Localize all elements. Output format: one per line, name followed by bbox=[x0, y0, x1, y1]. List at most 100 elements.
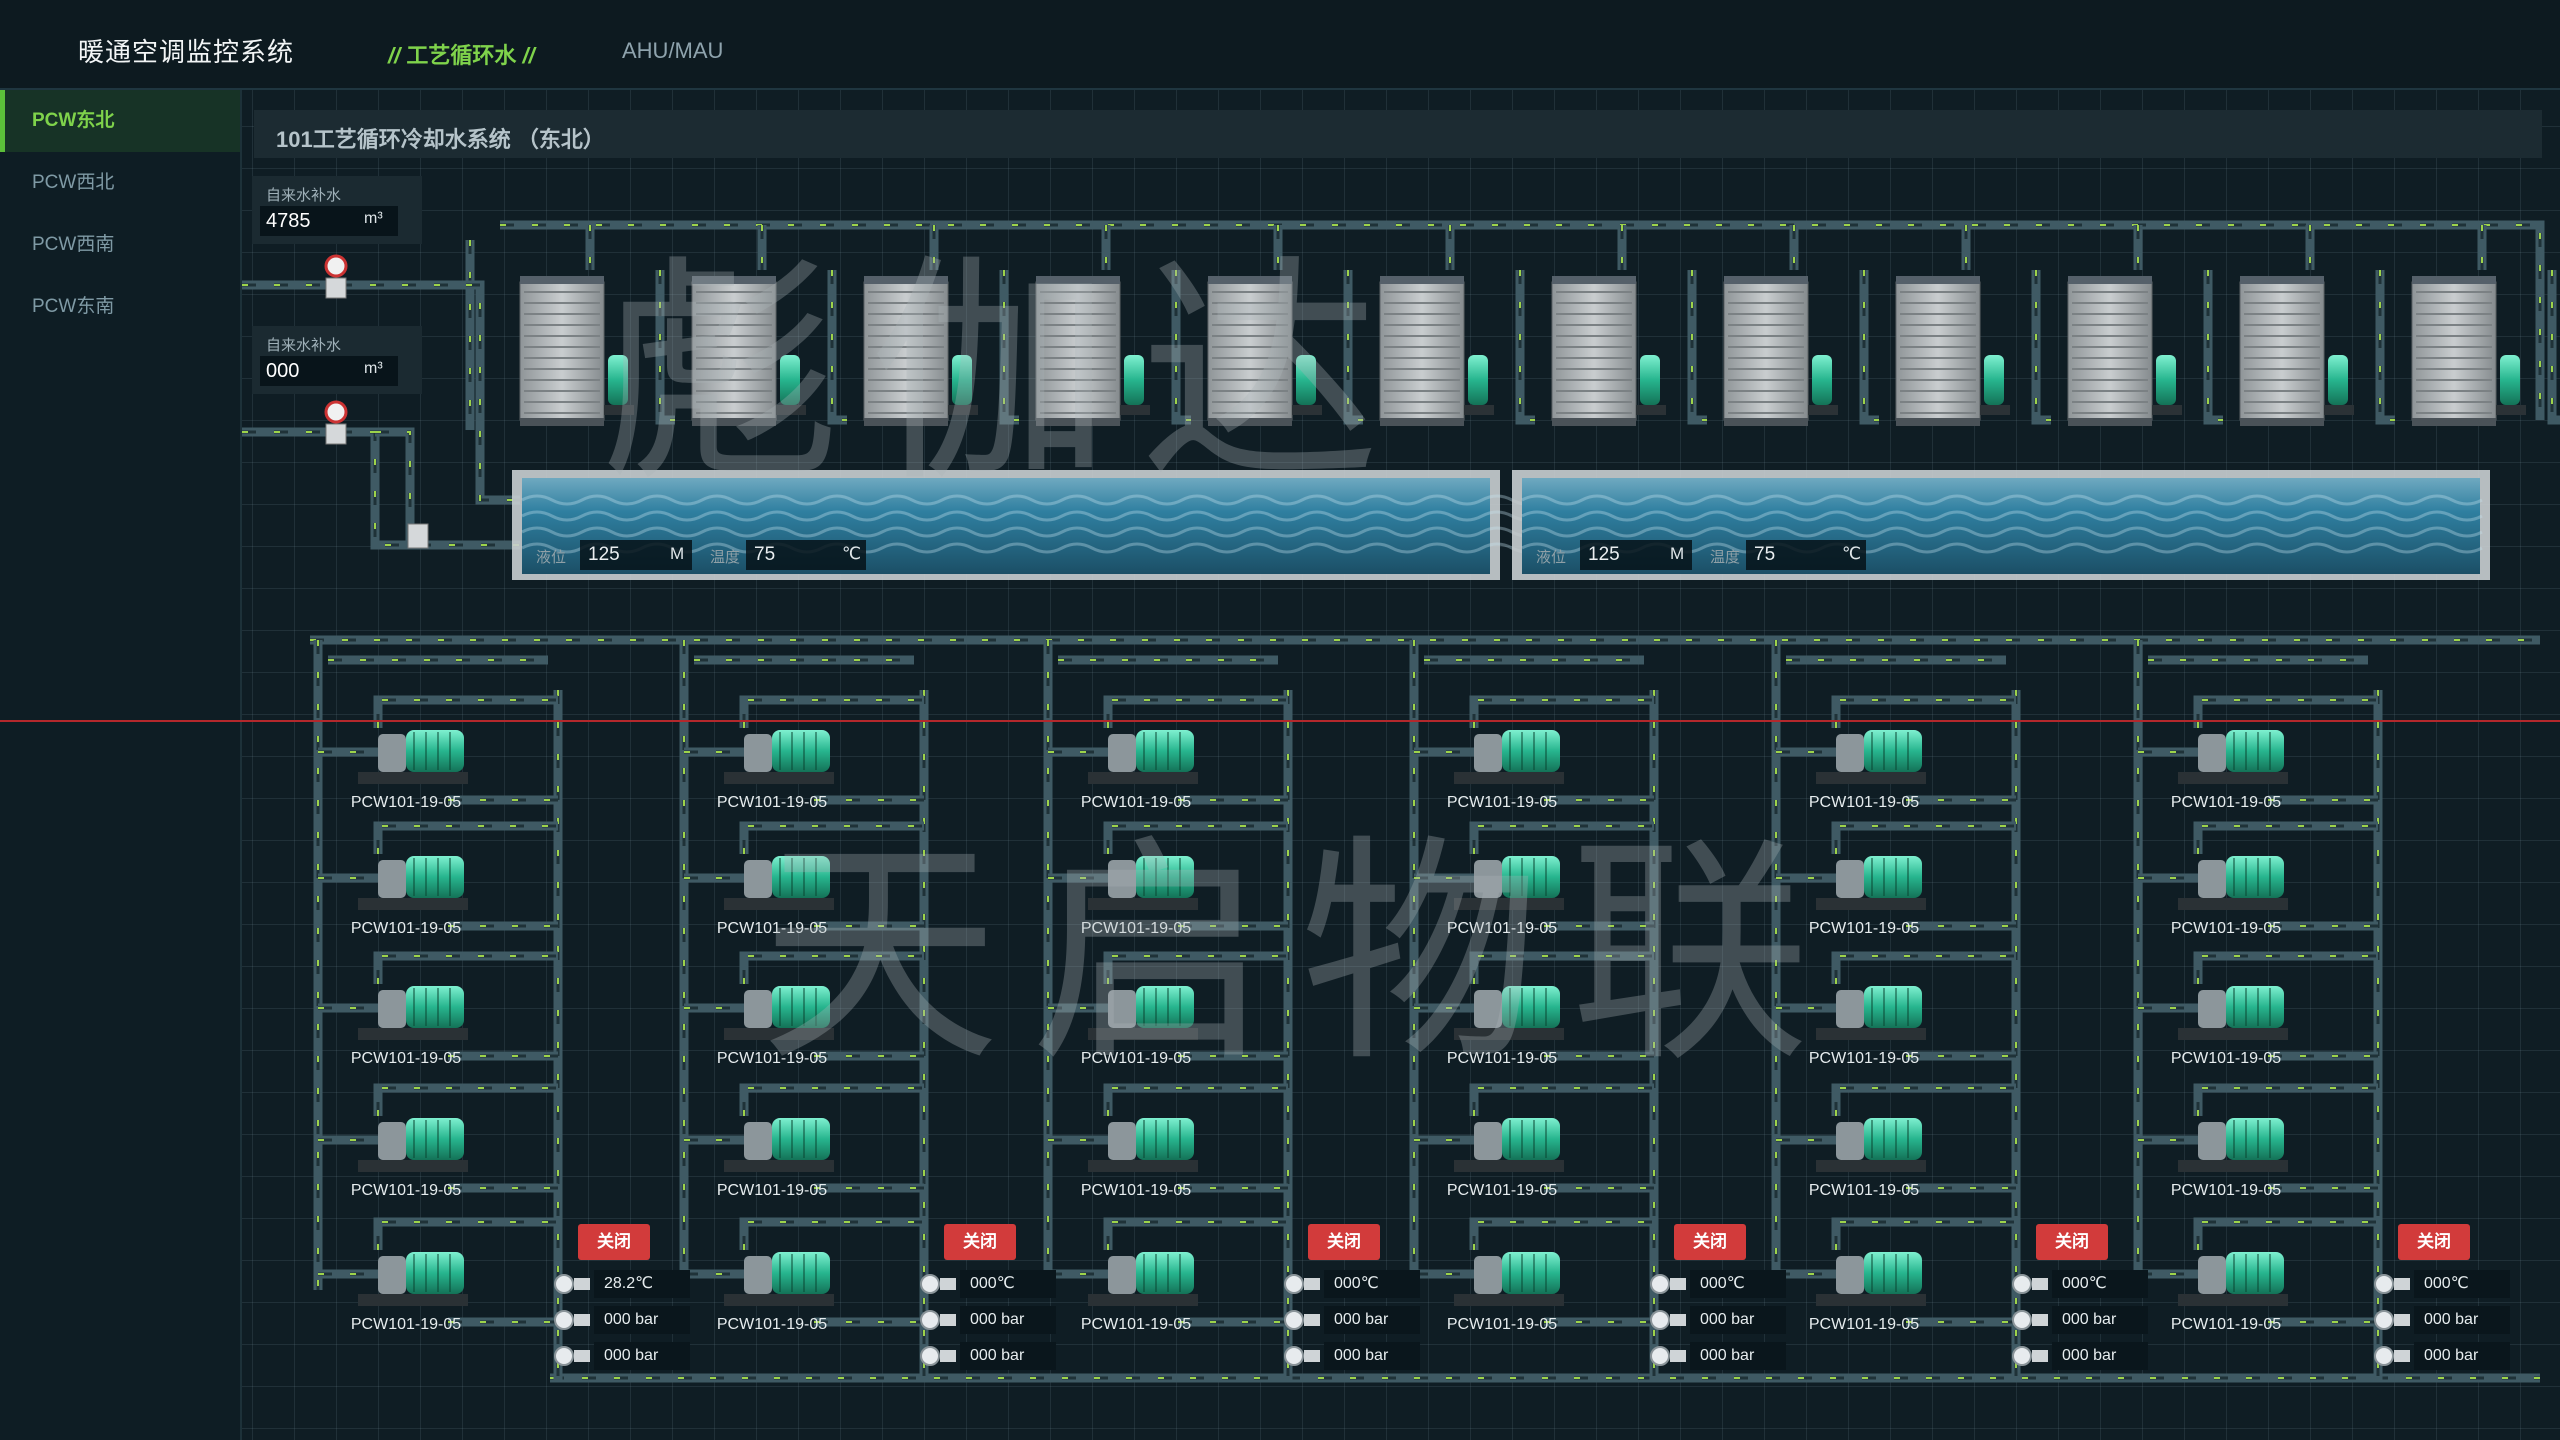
cooling-tower bbox=[1895, 276, 2010, 426]
pipe bbox=[1831, 1217, 2016, 1250]
tower-pump bbox=[1468, 355, 1488, 405]
pump-label[interactable]: PCW101-19-05 bbox=[1808, 1050, 1920, 1067]
pump-label[interactable]: PCW101-19-05 bbox=[350, 794, 462, 811]
sensor-fitting bbox=[1670, 1350, 1686, 1362]
pump-casing bbox=[744, 990, 772, 1028]
pipe bbox=[1831, 695, 2016, 728]
makeup-meter-unit: m³ bbox=[364, 210, 383, 227]
pump-base bbox=[1454, 898, 1564, 910]
pipe-core bbox=[375, 430, 412, 545]
tank-temp-label: 温度 bbox=[710, 549, 741, 566]
pipe bbox=[1103, 951, 1288, 984]
pipe-flow bbox=[1519, 270, 1535, 421]
pump-label[interactable]: PCW101-19-05 bbox=[350, 1182, 462, 1199]
pump-label[interactable]: PCW101-19-05 bbox=[1080, 794, 1192, 811]
pump-group-status-button[interactable]: 关闭 bbox=[2036, 1224, 2108, 1260]
sensor-icon bbox=[1284, 1310, 1304, 1330]
pump-base bbox=[2178, 898, 2288, 910]
tank-level-value: 125 bbox=[580, 540, 692, 570]
group-temp-readout: 000℃ bbox=[960, 1270, 1056, 1298]
pump-group-status-button[interactable]: 关闭 bbox=[578, 1224, 650, 1260]
group-pressure-readout: 000 bar bbox=[1690, 1342, 1786, 1370]
pump-label[interactable]: PCW101-19-05 bbox=[2170, 920, 2282, 937]
tab-ahu-mau[interactable]: AHU/MAU bbox=[622, 38, 724, 63]
tower-base bbox=[1896, 418, 1980, 426]
pump-label[interactable]: PCW101-19-05 bbox=[1808, 1182, 1920, 1199]
pump-label[interactable]: PCW101-19-05 bbox=[716, 1050, 828, 1067]
pipe bbox=[373, 1217, 558, 1250]
pump-base bbox=[2178, 1294, 2288, 1306]
pump-label[interactable]: PCW101-19-05 bbox=[1080, 1316, 1192, 1333]
tower-pump bbox=[1124, 355, 1144, 405]
pump-label[interactable]: PCW101-19-05 bbox=[1446, 1182, 1558, 1199]
sensor-icon bbox=[920, 1310, 940, 1330]
cooling-tower bbox=[1723, 276, 1838, 426]
sensor-fitting bbox=[940, 1314, 956, 1326]
app-title: 暖通空调监控系统 bbox=[78, 37, 295, 67]
pump-label[interactable]: PCW101-19-05 bbox=[1080, 1050, 1192, 1067]
pump-label[interactable]: PCW101-19-05 bbox=[1808, 1316, 1920, 1333]
sensor-icon bbox=[2374, 1310, 2394, 1330]
pump-group-status-button[interactable]: 关闭 bbox=[1308, 1224, 1380, 1260]
pump-casing bbox=[378, 860, 406, 898]
pipe-core bbox=[742, 1086, 924, 1116]
pump bbox=[1816, 1118, 1926, 1172]
group-temp-readout: 000℃ bbox=[2414, 1270, 2510, 1298]
pump-label[interactable]: PCW101-19-05 bbox=[1446, 920, 1558, 937]
pump-label[interactable]: PCW101-19-05 bbox=[1446, 794, 1558, 811]
cooling-tower bbox=[519, 276, 634, 426]
pump-label[interactable]: PCW101-19-05 bbox=[1446, 1316, 1558, 1333]
sensor-fitting bbox=[1670, 1314, 1686, 1326]
sidebar-item-pcw-southeast[interactable]: PCW东南 bbox=[32, 296, 115, 317]
tower-pump-base bbox=[1808, 405, 1838, 415]
pump-label[interactable]: PCW101-19-05 bbox=[350, 920, 462, 937]
pump-base bbox=[1088, 1160, 1198, 1172]
pump-label[interactable]: PCW101-19-05 bbox=[716, 1316, 828, 1333]
pump-label[interactable]: PCW101-19-05 bbox=[2170, 1182, 2282, 1199]
pump-label[interactable]: PCW101-19-05 bbox=[1080, 1182, 1192, 1199]
tank-wave bbox=[1521, 526, 2483, 538]
tank-wave bbox=[521, 526, 1543, 538]
valve-body bbox=[325, 423, 347, 445]
pipe bbox=[655, 270, 675, 425]
pump-casing bbox=[1474, 734, 1502, 772]
sidebar-item-pcw-northwest[interactable]: PCW西北 bbox=[32, 172, 115, 193]
pump-label[interactable]: PCW101-19-05 bbox=[350, 1316, 462, 1333]
sensor-icon bbox=[1650, 1310, 1670, 1330]
tower-pump-base bbox=[2152, 405, 2182, 415]
sidebar-item-pcw-northeast[interactable]: PCW东北 bbox=[0, 90, 240, 152]
pump-label[interactable]: PCW101-19-05 bbox=[350, 1050, 462, 1067]
pump-label[interactable]: PCW101-19-05 bbox=[716, 794, 828, 811]
pump-group-status-button[interactable]: 关闭 bbox=[1674, 1224, 1746, 1260]
makeup-meter-number: 000 bbox=[266, 360, 300, 382]
tower-pump-base bbox=[1292, 405, 1322, 415]
pump-label[interactable]: PCW101-19-05 bbox=[1808, 920, 1920, 937]
pump-group-status-button[interactable]: 关闭 bbox=[944, 1224, 1016, 1260]
pump-label[interactable]: PCW101-19-05 bbox=[1808, 794, 1920, 811]
tower-base bbox=[2412, 418, 2496, 426]
pipe bbox=[2193, 821, 2378, 854]
pump-casing bbox=[1836, 734, 1864, 772]
pump-label[interactable]: PCW101-19-05 bbox=[1446, 1050, 1558, 1067]
group-pressure-readout: 000 bar bbox=[960, 1306, 1056, 1334]
sensor-icon bbox=[2374, 1346, 2394, 1366]
group-pressure-readout: 000 bar bbox=[2052, 1342, 2148, 1370]
pump-label[interactable]: PCW101-19-05 bbox=[2170, 1050, 2282, 1067]
pump bbox=[1816, 1252, 1926, 1306]
pump-label[interactable]: PCW101-19-05 bbox=[716, 920, 828, 937]
tab-process-water[interactable]: // 工艺循环水 // bbox=[388, 38, 535, 70]
pump-casing bbox=[2198, 1256, 2226, 1294]
pump-label[interactable]: PCW101-19-05 bbox=[1080, 920, 1192, 937]
tower-pump bbox=[1984, 355, 2004, 405]
sidebar-item-pcw-southwest[interactable]: PCW西南 bbox=[32, 234, 115, 255]
tank-readout-1: 液位 125 M 温度 75 ℃ bbox=[536, 540, 866, 570]
pipe bbox=[999, 270, 1019, 425]
pump-group-status-button[interactable]: 关闭 bbox=[2398, 1224, 2470, 1260]
pump-label[interactable]: PCW101-19-05 bbox=[716, 1182, 828, 1199]
sensor-icon bbox=[1650, 1274, 1670, 1294]
pump-label[interactable]: PCW101-19-05 bbox=[2170, 794, 2282, 811]
pipe-core bbox=[742, 824, 924, 854]
valve-icon bbox=[324, 254, 348, 299]
pump-label[interactable]: PCW101-19-05 bbox=[2170, 1316, 2282, 1333]
pipe bbox=[739, 821, 924, 854]
